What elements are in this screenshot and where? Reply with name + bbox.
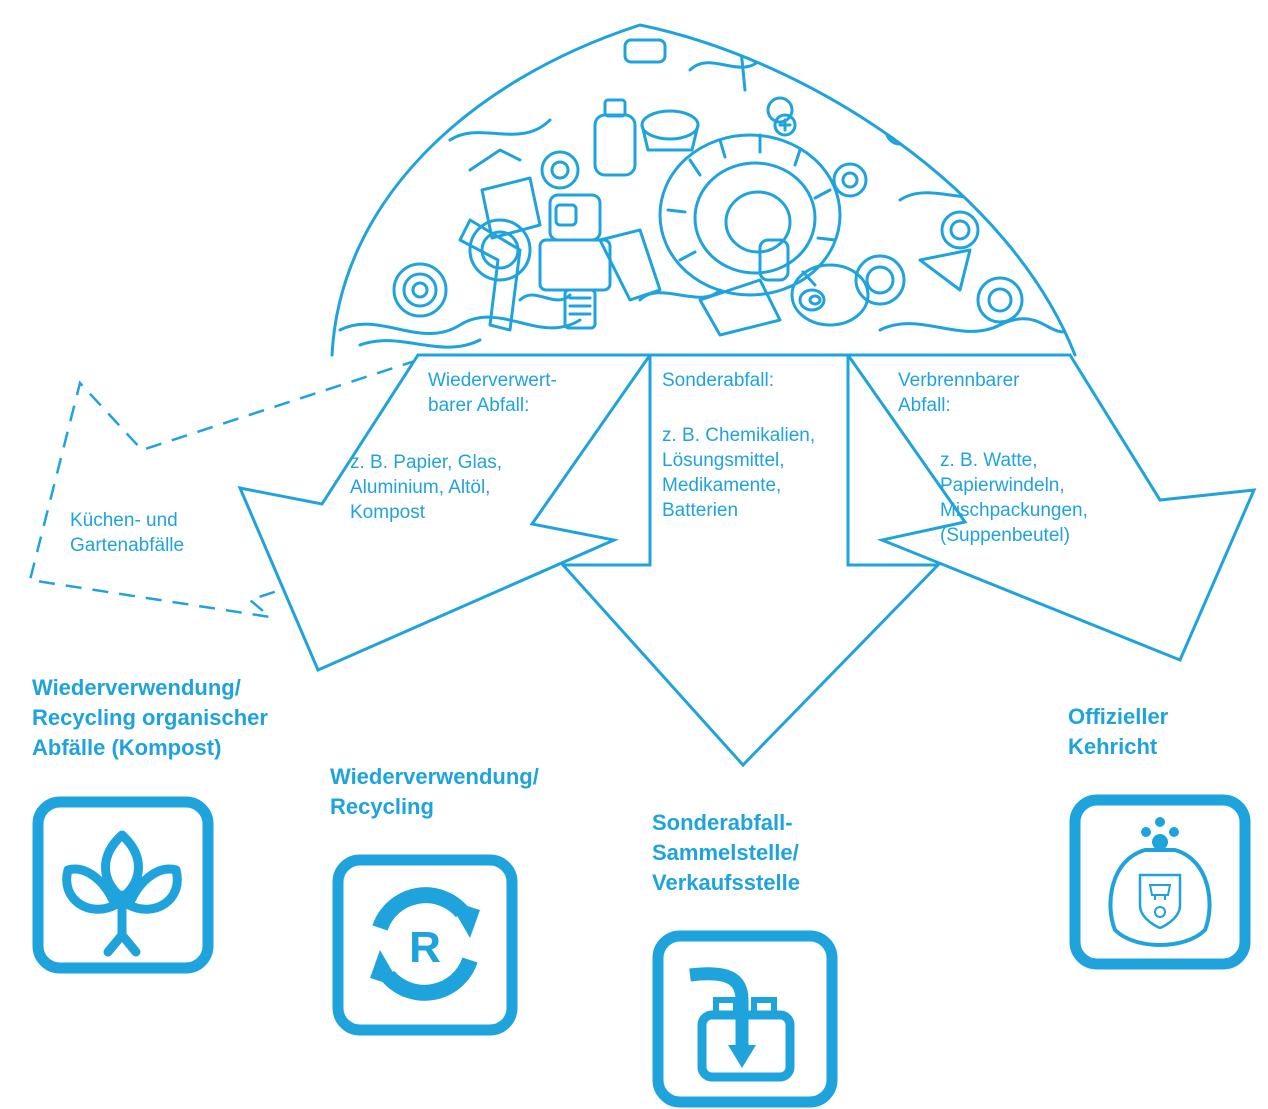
recyclable-arrow-title: Wiederverwert- barer Abfall: <box>428 370 557 416</box>
hazardous-destination-label: Sonderabfall- Sammelstelle/ Verkaufsstel… <box>652 810 800 895</box>
hazardous-arrow-examples: z. B. Chemikalien, Lösungsmittel, Medika… <box>662 425 816 521</box>
compost-arrow-label: Küchen- und Gartenabfälle <box>70 510 185 556</box>
combustible-arrow-examples: z. B. Watte, Papierwindeln, Mischpackung… <box>940 450 1088 546</box>
municipal-destination-label: Offizieller Kehricht <box>1068 704 1169 759</box>
recyclable-arrow <box>237 353 653 672</box>
garbage-pile-illustration <box>330 23 1077 357</box>
recyclable-arrow-examples: z. B. Papier, Glas, Aluminium, Altöl, Ko… <box>350 452 503 523</box>
recycle-r-letter: R <box>409 923 441 972</box>
combustible-arrow-title: Verbrennbarer Abfall: <box>898 370 1020 416</box>
canister-drop-icon <box>652 930 838 1108</box>
leaf-tree-icon <box>32 796 214 974</box>
hazardous-arrow <box>559 353 942 768</box>
recycle-r-icon: R <box>332 854 518 1036</box>
compost-arrow <box>28 357 421 619</box>
compost-destination-label: Wiederverwendung/ Recycling organischer … <box>32 675 268 760</box>
combustible-arrow <box>845 353 1257 662</box>
hazardous-arrow-title: Sonderabfall: <box>662 370 774 391</box>
recycling-destination-label: Wiederverwendung/ Recycling <box>330 764 539 819</box>
trash-bag-icon <box>1069 794 1251 970</box>
